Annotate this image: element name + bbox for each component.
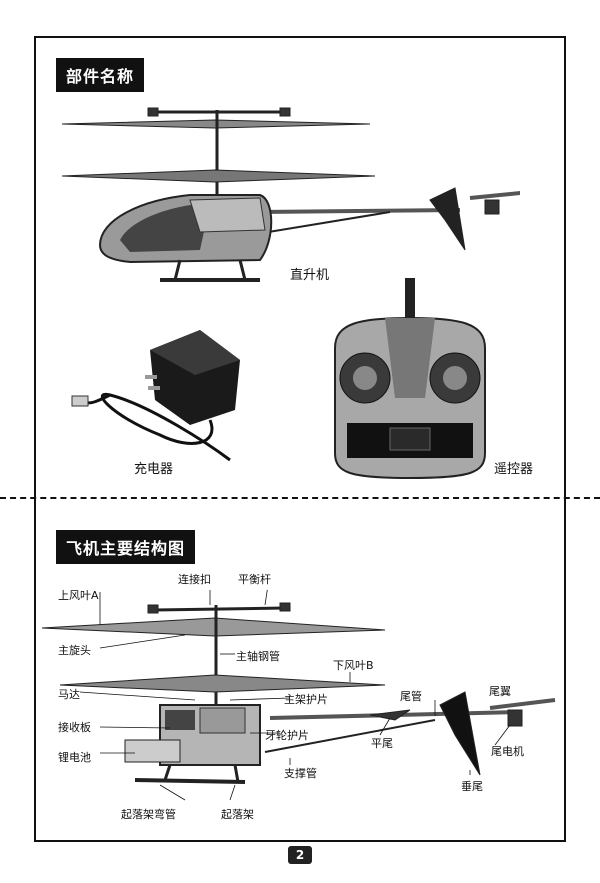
label-balance-bar: 平衡杆 xyxy=(238,573,271,586)
structure-section-title: 飞机主要结构图 xyxy=(56,530,196,564)
label-tail-motor: 尾电机 xyxy=(491,745,524,758)
parts-section-title: 部件名称 xyxy=(56,58,145,92)
page-frame xyxy=(34,36,566,842)
label-tail-wing: 尾翼 xyxy=(489,685,511,698)
label-main-frame-guard: 主架护片 xyxy=(284,693,328,706)
page-number: 2 xyxy=(288,846,312,864)
label-lithium-battery: 锂电池 xyxy=(58,751,91,764)
label-upper-blade: 上风叶A xyxy=(58,589,99,602)
charger-illustration xyxy=(71,330,240,462)
label-tail-tube: 尾管 xyxy=(400,690,422,703)
label-motor: 马达 xyxy=(58,688,80,701)
section-divider xyxy=(0,497,600,499)
label-main-rotor-head: 主旋头 xyxy=(58,644,91,657)
label-main-shaft: 主轴钢管 xyxy=(236,650,280,663)
label-landing-gear: 起落架 xyxy=(221,808,254,821)
label-lower-blade: 下风叶B xyxy=(333,659,374,672)
charger-label: 充电器 xyxy=(134,462,174,477)
label-vertical-tail: 垂尾 xyxy=(461,780,483,793)
label-receiver-board: 接收板 xyxy=(58,721,91,734)
label-gear-guard: 牙轮护片 xyxy=(265,729,309,742)
helicopter-label: 直升机 xyxy=(290,268,330,283)
structure-helicopter-illustration xyxy=(41,590,556,801)
label-landing-skid-bend: 起落架弯管 xyxy=(121,808,176,821)
remote-label: 遥控器 xyxy=(494,462,534,477)
label-horizontal-tail: 平尾 xyxy=(371,737,393,750)
remote-illustration xyxy=(334,278,486,480)
label-connector-clip: 连接扣 xyxy=(178,573,211,586)
label-support-tube: 支撑管 xyxy=(284,767,317,780)
helicopter-illustration xyxy=(61,107,520,282)
